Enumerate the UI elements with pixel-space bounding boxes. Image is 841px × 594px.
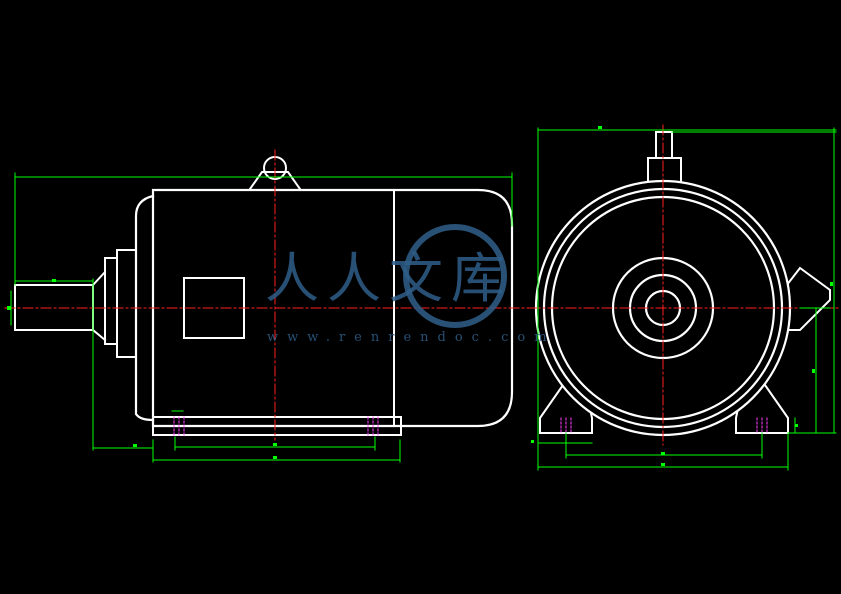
- mounting-foot: [152, 416, 402, 436]
- watermark-text: 人人文库: [265, 247, 513, 310]
- side-lug: [781, 266, 831, 331]
- end-dimensions: [537, 127, 837, 471]
- front-flange: [134, 194, 155, 422]
- bolt-holes: [173, 416, 379, 436]
- end-centerlines: [529, 124, 839, 446]
- watermark-url: www.renrendoc.com: [267, 330, 556, 345]
- end-dim-marks: [531, 126, 833, 466]
- side-view: [4, 149, 541, 463]
- side-dim-marks: [7, 279, 277, 459]
- end-bolt-holes: [560, 417, 768, 434]
- shaft-shoulder: [104, 257, 118, 345]
- side-dimensions: [10, 172, 513, 463]
- motor-body: [151, 188, 514, 428]
- bearing-hub: [116, 249, 137, 358]
- end-view: [529, 124, 839, 471]
- watermark: 人人文库 www.renrendoc.com: [265, 222, 555, 352]
- top-terminal: [647, 131, 682, 183]
- shaft-taper: [92, 270, 107, 342]
- side-centerlines: [4, 149, 541, 441]
- watermark-ring: [403, 224, 507, 328]
